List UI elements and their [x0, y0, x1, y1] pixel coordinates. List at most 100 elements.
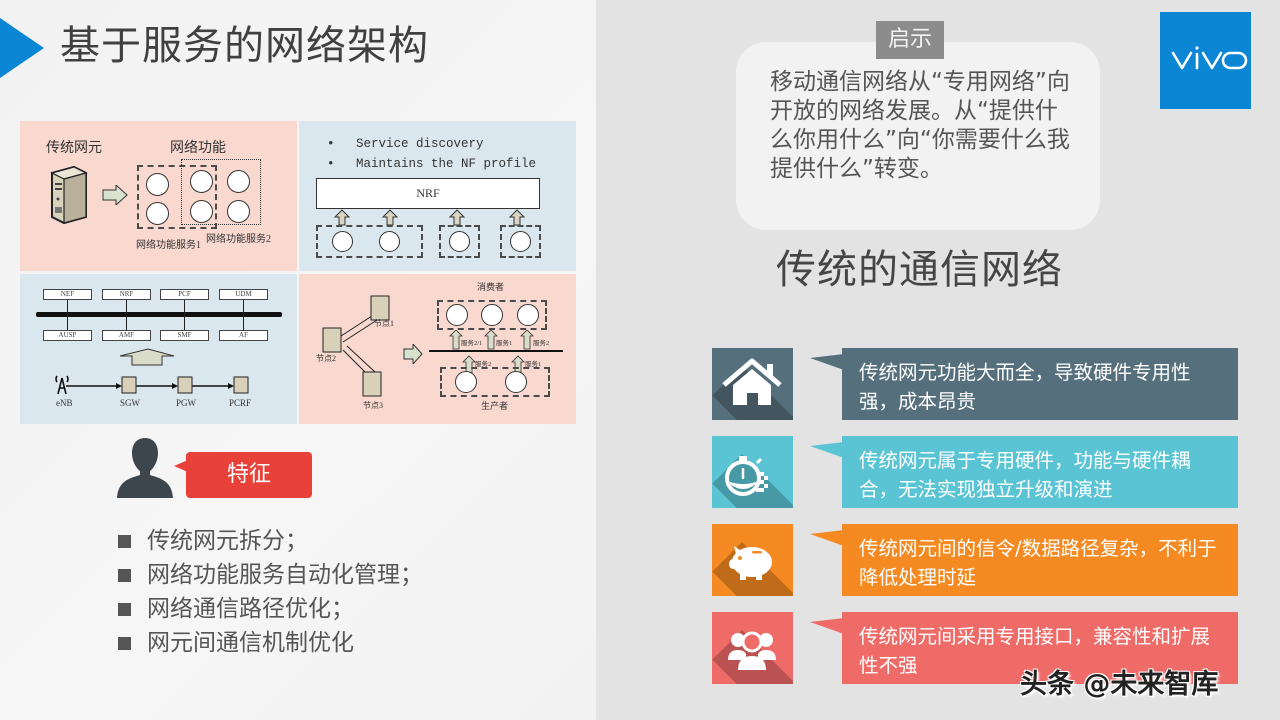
server-icon	[50, 165, 88, 225]
server-icon	[322, 295, 390, 397]
piggy-bank-icon	[729, 546, 772, 580]
card-text: 传统网元间采用专用接口，兼容性和扩展性不强	[842, 612, 1238, 684]
feature-item-text: 传统网元拆分；	[147, 528, 308, 554]
service-arrows	[449, 330, 534, 376]
producer-service-label: 服务1	[525, 361, 542, 368]
stopwatch-icon	[725, 456, 768, 496]
bus-connector	[126, 295, 127, 333]
card-tail	[810, 530, 844, 546]
vivo-logo-icon	[1171, 46, 1248, 70]
service-group-2	[181, 159, 261, 225]
card-text: 传统网元间的信令/数据路径复杂，不利于降低处理时延	[842, 524, 1238, 596]
bus-connector	[67, 295, 68, 333]
producer-node	[505, 371, 527, 393]
label-service-1: 网络功能服务1	[136, 240, 201, 251]
consumer-node	[446, 304, 468, 326]
label-traditional-ne: 传统网元	[46, 141, 102, 156]
consumer-node	[517, 304, 539, 326]
arrow-right-icon	[403, 344, 423, 364]
label-node-1: 节点1	[374, 319, 394, 328]
section-title: 传统的通信网络	[776, 247, 1063, 293]
service-bus	[429, 350, 563, 352]
feature-badge: 特征	[174, 452, 312, 498]
label-node-3: 节点3	[363, 401, 383, 410]
label-service-2: 网络功能服务2	[206, 234, 271, 245]
feature-list: 传统网元拆分； 网络功能服务自动化管理； 网络通信路径优化； 网元间通信机制优化	[118, 524, 423, 660]
bullet-dot: •	[327, 157, 335, 171]
nf-smf: SMF	[160, 330, 209, 341]
bullet-square-icon	[118, 534, 131, 548]
nf-group	[500, 225, 541, 258]
feature-item: 网元间通信机制优化	[118, 626, 423, 660]
producer-group	[440, 367, 550, 397]
vivo-logo	[1160, 12, 1251, 109]
nf-ausp: AUSP	[43, 330, 92, 341]
function-node	[190, 170, 213, 193]
card-text: 传统网元功能大而全，导致硬件专用性强，成本昂贵	[842, 348, 1238, 420]
function-node	[227, 200, 250, 223]
registration-arrows	[333, 209, 526, 226]
label-pgw: PGW	[176, 398, 196, 408]
consumer-service-label: 服务2	[533, 340, 550, 347]
bullet-square-icon	[118, 602, 131, 616]
nrf-box: NRF	[316, 178, 540, 209]
feature-item: 网络通信路径优化；	[118, 592, 423, 626]
person-avatar-icon	[117, 438, 173, 498]
function-node	[146, 173, 169, 196]
card-proprietary-interface: 传统网元间采用专用接口，兼容性和扩展性不强	[712, 612, 1240, 684]
function-node	[190, 200, 213, 223]
panel-traditional-to-functions: 传统网元 网络功能 网络功能服务1 网络功能服务2	[20, 121, 297, 271]
nf-group	[316, 225, 423, 258]
service-bus	[36, 312, 282, 317]
consumer-group	[437, 300, 547, 330]
card-icon-box	[712, 612, 793, 684]
feature-item-text: 网元间通信机制优化	[147, 630, 354, 656]
title-arrow-icon	[0, 18, 44, 78]
panel-5g-sba: NEF NRF PCF UDM AUSP AMF SMF AF	[20, 274, 297, 424]
bus-connector	[184, 295, 185, 333]
nrf-bullet: Service discovery	[356, 137, 484, 151]
bullet-square-icon	[118, 568, 131, 582]
card-tail	[810, 354, 844, 370]
card-text: 传统网元属于专用硬件，功能与硬件耦合，无法实现独立升级和演进	[842, 436, 1238, 508]
producer-service-label: 服务2	[475, 361, 492, 368]
home-icon	[722, 358, 782, 405]
card-hardware-cost: 传统网元功能大而全，导致硬件专用性强，成本昂贵	[712, 348, 1240, 420]
card-icon-box	[712, 524, 793, 596]
nf-node	[449, 231, 470, 252]
bullet-square-icon	[118, 636, 131, 650]
nf-group	[439, 225, 480, 258]
label-node-2: 节点2	[316, 354, 336, 363]
hint-tag: 启示	[876, 21, 944, 59]
bullet-dot: •	[327, 137, 335, 151]
feature-item-text: 网络通信路径优化；	[147, 596, 354, 622]
nf-node	[379, 231, 400, 252]
panel-nrf: • Service discovery • Maintains the NF p…	[299, 121, 576, 271]
service-group-1	[137, 165, 217, 229]
label-consumer: 消费者	[477, 282, 505, 292]
producer-node	[455, 371, 477, 393]
label-sgw: SGW	[120, 398, 140, 408]
bus-connector	[243, 295, 244, 333]
nf-af: AF	[219, 330, 268, 341]
consumer-service-label: 服务1	[496, 340, 513, 347]
function-node	[227, 170, 250, 193]
antenna-icon	[55, 375, 69, 395]
hint-bubble	[736, 42, 1100, 230]
hint-text: 移动通信网络从“专用网络”向开放的网络发展。从“提供什么你用什么”向“你需要什么…	[770, 69, 1070, 182]
architecture-diagram: 传统网元 网络功能 网络功能服务1 网络功能服务2 • Service disc…	[20, 120, 576, 424]
card-complex-path: 传统网元间的信令/数据路径复杂，不利于降低处理时延	[712, 524, 1240, 596]
nf-node	[332, 231, 353, 252]
nf-nrf: NRF	[102, 289, 151, 300]
label-pcrf: PCRF	[229, 398, 252, 408]
nf-pcf: PCF	[160, 289, 209, 300]
card-hardware-coupling: 传统网元属于专用硬件，功能与硬件耦合，无法实现独立升级和演进	[712, 436, 1240, 508]
consumer-service-label: 服务2/1	[461, 340, 483, 347]
nf-udm: UDM	[219, 289, 268, 300]
users-icon	[728, 631, 776, 670]
page-title: 基于服务的网络架构	[60, 23, 429, 69]
card-icon-box	[712, 348, 793, 420]
feature-item: 传统网元拆分；	[118, 524, 423, 558]
nrf-bullet: Maintains the NF profile	[356, 157, 537, 171]
nf-node	[510, 231, 531, 252]
